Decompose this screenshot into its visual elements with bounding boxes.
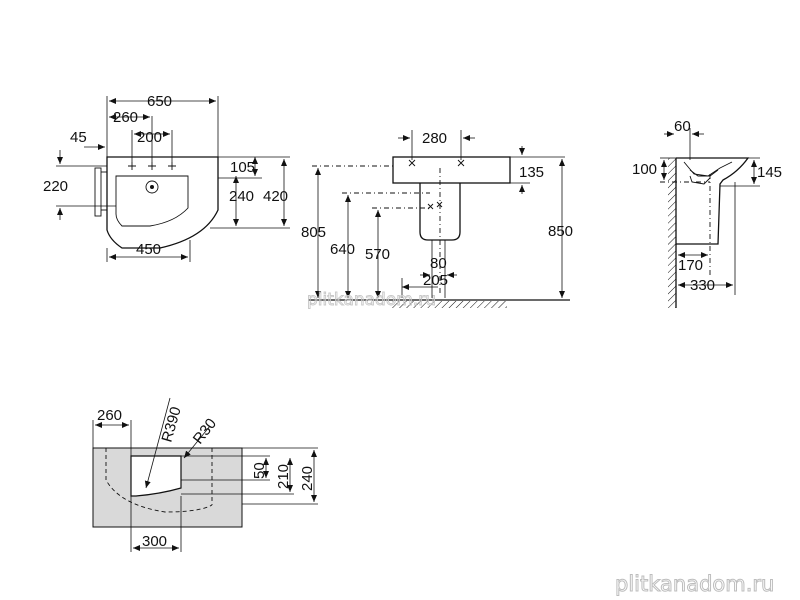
dim-420: 420 — [263, 188, 288, 205]
floor-hatch — [392, 301, 507, 308]
dim-r390: R390 — [159, 405, 185, 444]
dim-570: 570 — [365, 246, 390, 263]
dim-170: 170 — [678, 257, 703, 274]
tap-hole-icons — [128, 162, 176, 170]
basin-front — [392, 156, 511, 184]
drain-icon — [145, 180, 159, 194]
dim-300: 300 — [142, 533, 167, 550]
dim-260-cutout: 260 — [97, 407, 122, 424]
dim-260: 260 — [113, 109, 138, 126]
dim-60: 60 — [674, 118, 691, 135]
dim-135: 135 — [519, 164, 544, 181]
dim-100: 100 — [632, 161, 657, 178]
dim-45: 45 — [70, 129, 87, 146]
dim-200: 200 — [137, 129, 162, 146]
dim-640: 640 — [330, 241, 355, 258]
dim-240-cutout: 240 — [299, 466, 316, 491]
tap-hole-icons — [408, 159, 465, 167]
basin-side-profile — [676, 157, 750, 245]
basin-hidden-outline — [105, 448, 213, 513]
dim-80: 80 — [430, 255, 447, 272]
front-view: 280 135 805 640 570 850 80 205 — [301, 130, 573, 308]
dim-50: 50 — [251, 462, 268, 479]
dim-650: 650 — [147, 93, 172, 110]
dim-105: 105 — [230, 159, 255, 176]
dim-850: 850 — [548, 223, 573, 240]
top-view: 650 260 200 45 220 105 240 420 450 — [43, 93, 290, 262]
basin-outline — [106, 156, 219, 249]
dim-240: 240 — [229, 188, 254, 205]
dim-205: 205 — [423, 272, 448, 289]
bowl-outline — [115, 175, 189, 227]
cutout-view: 260 R390 R30 50 210 240 300 — [92, 397, 318, 552]
dim-450: 450 — [136, 241, 161, 258]
cutout-hole — [130, 455, 182, 497]
dim-805: 805 — [301, 224, 326, 241]
dim-210: 210 — [275, 464, 292, 489]
dim-r30: R30 — [190, 415, 220, 447]
watermark-corner: plitkanadom.ru — [615, 572, 774, 596]
side-view: 60 100 145 170 330 — [632, 118, 782, 308]
watermark-center: plitkanadom.ru — [307, 290, 436, 310]
dim-280: 280 — [422, 130, 447, 147]
dim-145: 145 — [757, 164, 782, 181]
dim-330: 330 — [690, 277, 715, 294]
wall-hatch — [668, 158, 676, 308]
dim-220: 220 — [43, 178, 68, 195]
side-bracket — [94, 167, 102, 217]
